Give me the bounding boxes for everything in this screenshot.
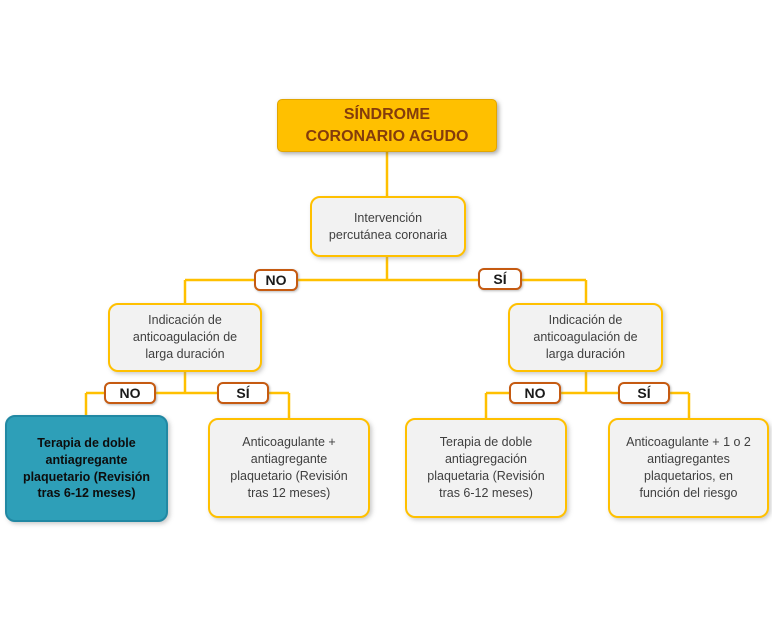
outcome-anticoagulant-plus-antiplatelets-node: Anticoagulante + 1 o 2 antiagregantes pl… bbox=[608, 418, 769, 518]
oac-right-line-2: anticoagulación de bbox=[533, 330, 638, 345]
oac-indication-right-node: Indicación de anticoagulación de larga d… bbox=[508, 303, 663, 372]
pci-line-2: percutánea coronaria bbox=[328, 227, 448, 242]
oac-indication-left-node: Indicación de anticoagulación de larga d… bbox=[108, 303, 262, 372]
pci-line-1: Intervención bbox=[353, 210, 423, 225]
outcome-rs-1: Anticoagulante + 1 o 2 bbox=[626, 435, 751, 450]
branch-label-right-si-text: SÍ bbox=[637, 385, 651, 401]
outcome-ln-1: Terapia de doble bbox=[37, 435, 136, 450]
oac-left-line-2: anticoagulación de bbox=[132, 330, 238, 345]
oac-left-line-3: larga duración bbox=[145, 346, 225, 361]
outcome-ln-3: plaquetario (Revisión bbox=[22, 469, 151, 484]
outcome-rs-3: plaquetarios, en bbox=[644, 469, 733, 483]
branch-label-right-no: NO bbox=[509, 382, 561, 404]
title-line-1: SÍNDROME bbox=[343, 105, 431, 123]
branch-label-top-no: NO bbox=[254, 269, 298, 291]
branch-label-right-no-text: NO bbox=[524, 385, 546, 401]
outcome-dual-antiplatelet-left-node: Terapia de doble antiagregante plaquetar… bbox=[5, 415, 168, 522]
outcome-rn-4: tras 6-12 meses) bbox=[439, 485, 533, 500]
oac-left-line-1: Indicación de bbox=[148, 313, 222, 328]
branch-label-right-si: SÍ bbox=[618, 382, 670, 404]
outcome-ls-1: Anticoagulante + bbox=[242, 435, 336, 450]
outcome-ls-3: plaquetario (Revisión bbox=[230, 469, 348, 483]
outcome-ln-2: antiagregante bbox=[45, 452, 128, 467]
branch-label-left-si-text: SÍ bbox=[236, 385, 250, 401]
outcome-rn-3: plaquetaria (Revisión bbox=[427, 469, 545, 483]
outcome-ls-2: antiagregante bbox=[250, 452, 328, 467]
outcome-dual-antiplatelet-right-node: Terapia de doble antiagregación plaqueta… bbox=[405, 418, 567, 518]
outcome-ln-4: tras 6-12 meses) bbox=[37, 486, 136, 501]
outcome-rn-2: antiagregación bbox=[444, 452, 527, 467]
outcome-rn-1: Terapia de doble bbox=[439, 435, 533, 450]
branch-label-left-no: NO bbox=[104, 382, 156, 404]
pci-node: Intervención percutánea coronaria bbox=[310, 196, 466, 257]
outcome-rs-4: función del riesgo bbox=[639, 485, 738, 500]
title-line-2: CORONARIO AGUDO bbox=[305, 127, 469, 145]
branch-label-top-si-text: SÍ bbox=[493, 271, 507, 287]
branch-label-top-no-text: NO bbox=[265, 272, 287, 288]
oac-right-line-1: Indicación de bbox=[548, 313, 623, 328]
outcome-rs-2: antiagregantes bbox=[647, 452, 730, 467]
outcome-anticoagulant-antiplatelet-node: Anticoagulante + antiagregante plaquetar… bbox=[208, 418, 370, 518]
oac-right-line-3: larga duración bbox=[545, 346, 626, 361]
title-node: SÍNDROME CORONARIO AGUDO bbox=[277, 99, 497, 152]
branch-label-top-si: SÍ bbox=[478, 268, 522, 290]
outcome-ls-4: tras 12 meses) bbox=[247, 485, 331, 500]
branch-label-left-si: SÍ bbox=[217, 382, 269, 404]
branch-label-left-no-text: NO bbox=[119, 385, 141, 401]
